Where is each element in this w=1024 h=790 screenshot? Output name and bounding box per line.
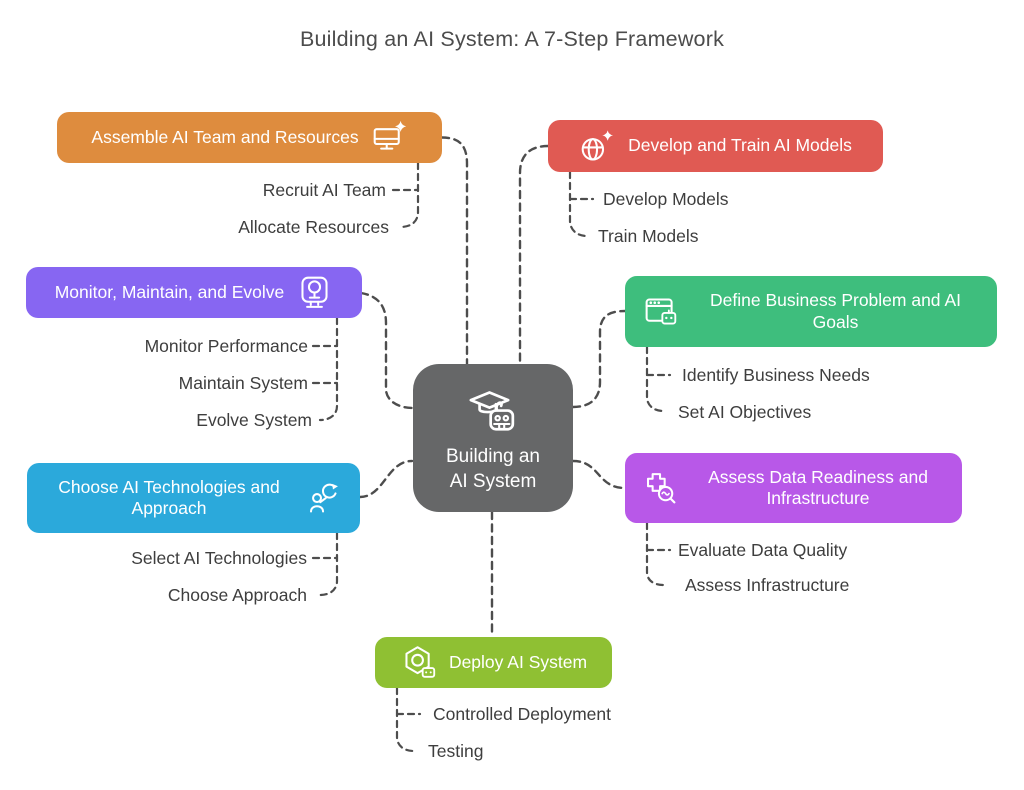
sub-topic-develop-models: Develop Models bbox=[603, 189, 729, 209]
sub-topic-identify-business-needs: Identify Business Needs bbox=[682, 365, 870, 385]
branch-label-define-problem: Define Business Problem and AI Goals bbox=[710, 290, 961, 332]
sub-topic-testing: Testing bbox=[428, 741, 484, 761]
branch-node-deploy-system: Deploy AI System bbox=[375, 637, 612, 688]
branch-label-assess-data: Assess Data Readiness and Infrastructure bbox=[708, 466, 928, 508]
branch-node-assess-data: Assess Data Readiness and Infrastructure bbox=[625, 453, 962, 523]
connector-deploy-children bbox=[395, 686, 416, 753]
sub-topic-monitor-performance: Monitor Performance bbox=[144, 336, 308, 356]
connector-choose-children bbox=[318, 531, 339, 597]
connector-define-children bbox=[645, 345, 666, 413]
central-node-label: Building an AI System bbox=[445, 446, 541, 492]
connector-develop-children bbox=[568, 170, 589, 238]
sub-topic-controlled-deployment: Controlled Deployment bbox=[433, 704, 612, 724]
connector-center-assess bbox=[571, 459, 627, 490]
connector-center-monitor bbox=[359, 291, 415, 410]
branch-node-develop-train: Develop and Train AI Models bbox=[548, 120, 883, 172]
sub-topic-select-ai-technologies: Select AI Technologies bbox=[131, 548, 307, 568]
connector-assess-children bbox=[645, 521, 666, 587]
monitor-sparkle-icon bbox=[371, 119, 408, 156]
branch-label-monitor-maintain: Monitor, Maintain, and Evolve bbox=[54, 281, 285, 302]
browser-robot-icon bbox=[642, 293, 679, 330]
monitor-webcam-icon bbox=[296, 274, 333, 311]
connector-center-define bbox=[571, 309, 627, 409]
branch-node-monitor-maintain: Monitor, Maintain, and Evolve bbox=[26, 267, 362, 318]
sub-topic-maintain-system: Maintain System bbox=[178, 373, 308, 393]
sub-topic-assess-infrastructure: Assess Infrastructure bbox=[685, 575, 850, 595]
globe-sparkle-icon bbox=[579, 128, 616, 165]
connector-group bbox=[311, 136, 672, 753]
puzzle-magnifier-icon bbox=[642, 470, 679, 507]
branch-node-define-problem: Define Business Problem and AI Goals bbox=[625, 276, 997, 347]
person-refresh-icon bbox=[305, 480, 342, 517]
branch-label-deploy-system: Deploy AI System bbox=[448, 651, 588, 672]
sub-topic-choose-approach: Choose Approach bbox=[167, 585, 307, 605]
sub-topic-evolve-system: Evolve System bbox=[196, 410, 312, 430]
connector-center-assemble bbox=[440, 136, 469, 366]
graduation-cap-robot-icon bbox=[465, 382, 521, 438]
sub-topic-train-models: Train Models bbox=[598, 226, 699, 246]
diagram-title: Building an AI System: A 7-Step Framewor… bbox=[299, 27, 725, 51]
sub-topic-recruit-ai-team: Recruit AI Team bbox=[262, 180, 386, 200]
branch-label-develop-train: Develop and Train AI Models bbox=[628, 135, 852, 156]
branch-node-choose-technologies: Choose AI Technologies and Approach bbox=[27, 463, 360, 533]
connector-assemble-children bbox=[398, 161, 420, 229]
connector-center-choose bbox=[358, 459, 414, 499]
connector-monitor-children bbox=[318, 316, 339, 422]
sub-topic-set-ai-objectives: Set AI Objectives bbox=[678, 402, 812, 422]
branch-label-assemble-team: Assemble AI Team and Resources bbox=[91, 126, 359, 147]
sub-topic-allocate-resources: Allocate Resources bbox=[238, 217, 389, 237]
central-node-building-ai-system: Building an AI System bbox=[413, 364, 573, 512]
connector-center-develop bbox=[518, 144, 550, 366]
branch-node-assemble-team: Assemble AI Team and Resources bbox=[57, 112, 442, 163]
sub-topic-evaluate-data-quality: Evaluate Data Quality bbox=[678, 540, 848, 560]
branch-label-choose-technologies: Choose AI Technologies and Approach bbox=[58, 476, 280, 518]
hexnut-robot-icon bbox=[400, 644, 437, 681]
